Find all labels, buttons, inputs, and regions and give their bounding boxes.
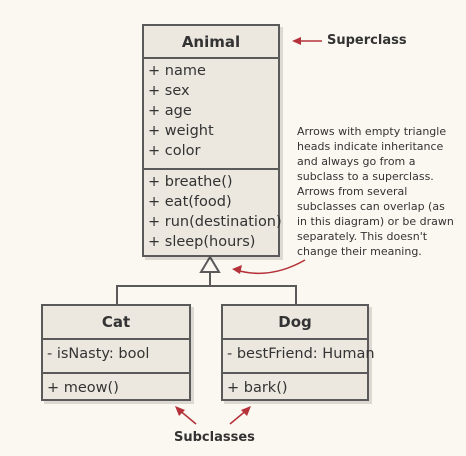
superclass-arrowhead-icon <box>292 37 301 45</box>
note-arrow-line <box>235 259 306 275</box>
class-name-dog: Dog <box>223 306 367 340</box>
attribute-weight: + weight <box>148 123 214 139</box>
attribute-age: + age <box>148 103 192 119</box>
attribute-sex: + sex <box>148 83 190 99</box>
class-name-cat: Cat <box>43 306 189 340</box>
superclass-label: Superclass <box>327 33 407 48</box>
inheritance-triangle-icon <box>199 255 221 273</box>
dog-arrowhead-icon <box>241 406 251 416</box>
inheritance-lines <box>116 272 297 304</box>
attributes-section-animal: + name + sex + age + weight + color <box>144 59 278 168</box>
class-dog[interactable]: Dog - bestFriend: Human + bark() <box>221 304 375 401</box>
class-cat[interactable]: Cat - isNasty: bool + meow() <box>41 304 191 401</box>
attributes-section-dog: - bestFriend: Human <box>223 340 375 372</box>
methods-section-animal: + breathe() + eat(food) + run(destinatio… <box>144 168 282 252</box>
class-name-animal: Animal <box>144 26 278 59</box>
attribute-name: + name <box>148 63 206 79</box>
attributes-section-cat: - isNasty: bool <box>43 340 189 372</box>
methods-section-dog: + bark() <box>223 372 367 398</box>
method-run: + run(destination) <box>148 214 282 230</box>
inheritance-note: Arrows with empty triangle heads indicat… <box>297 125 454 258</box>
methods-section-cat: + meow() <box>43 372 189 398</box>
method-eat: + eat(food) <box>148 194 232 210</box>
method-sleep: + sleep(hours) <box>148 234 256 250</box>
subclasses-label: Subclasses <box>174 430 255 445</box>
cat-arrowhead-icon <box>175 406 185 416</box>
note-arrowhead-icon <box>232 265 242 274</box>
method-breathe: + breathe() <box>148 174 233 190</box>
attribute-isnasty: - isNasty: bool <box>47 346 150 362</box>
attribute-color: + color <box>148 143 201 159</box>
method-bark: + bark() <box>227 380 288 396</box>
class-animal[interactable]: Animal + name + sex + age + weight + col… <box>142 24 282 257</box>
method-meow: + meow() <box>47 380 119 396</box>
attribute-bestfriend: - bestFriend: Human <box>227 346 375 362</box>
